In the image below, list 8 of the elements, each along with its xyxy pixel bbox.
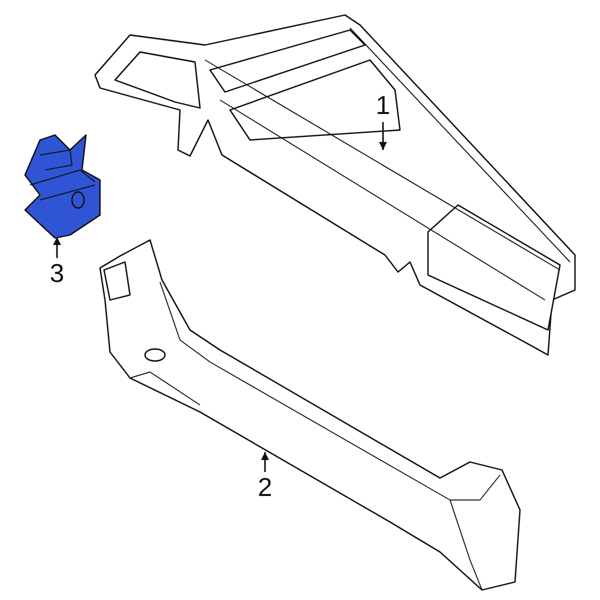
leader-arrow	[261, 452, 269, 472]
callout-number: 2	[256, 474, 274, 500]
leader-arrow	[379, 122, 387, 150]
callout-number: 1	[374, 92, 392, 118]
leader-arrow	[53, 237, 61, 258]
callout-number: 3	[48, 260, 66, 286]
tie-bar-drawing	[98, 238, 522, 592]
bracket-drawing	[23, 133, 102, 240]
